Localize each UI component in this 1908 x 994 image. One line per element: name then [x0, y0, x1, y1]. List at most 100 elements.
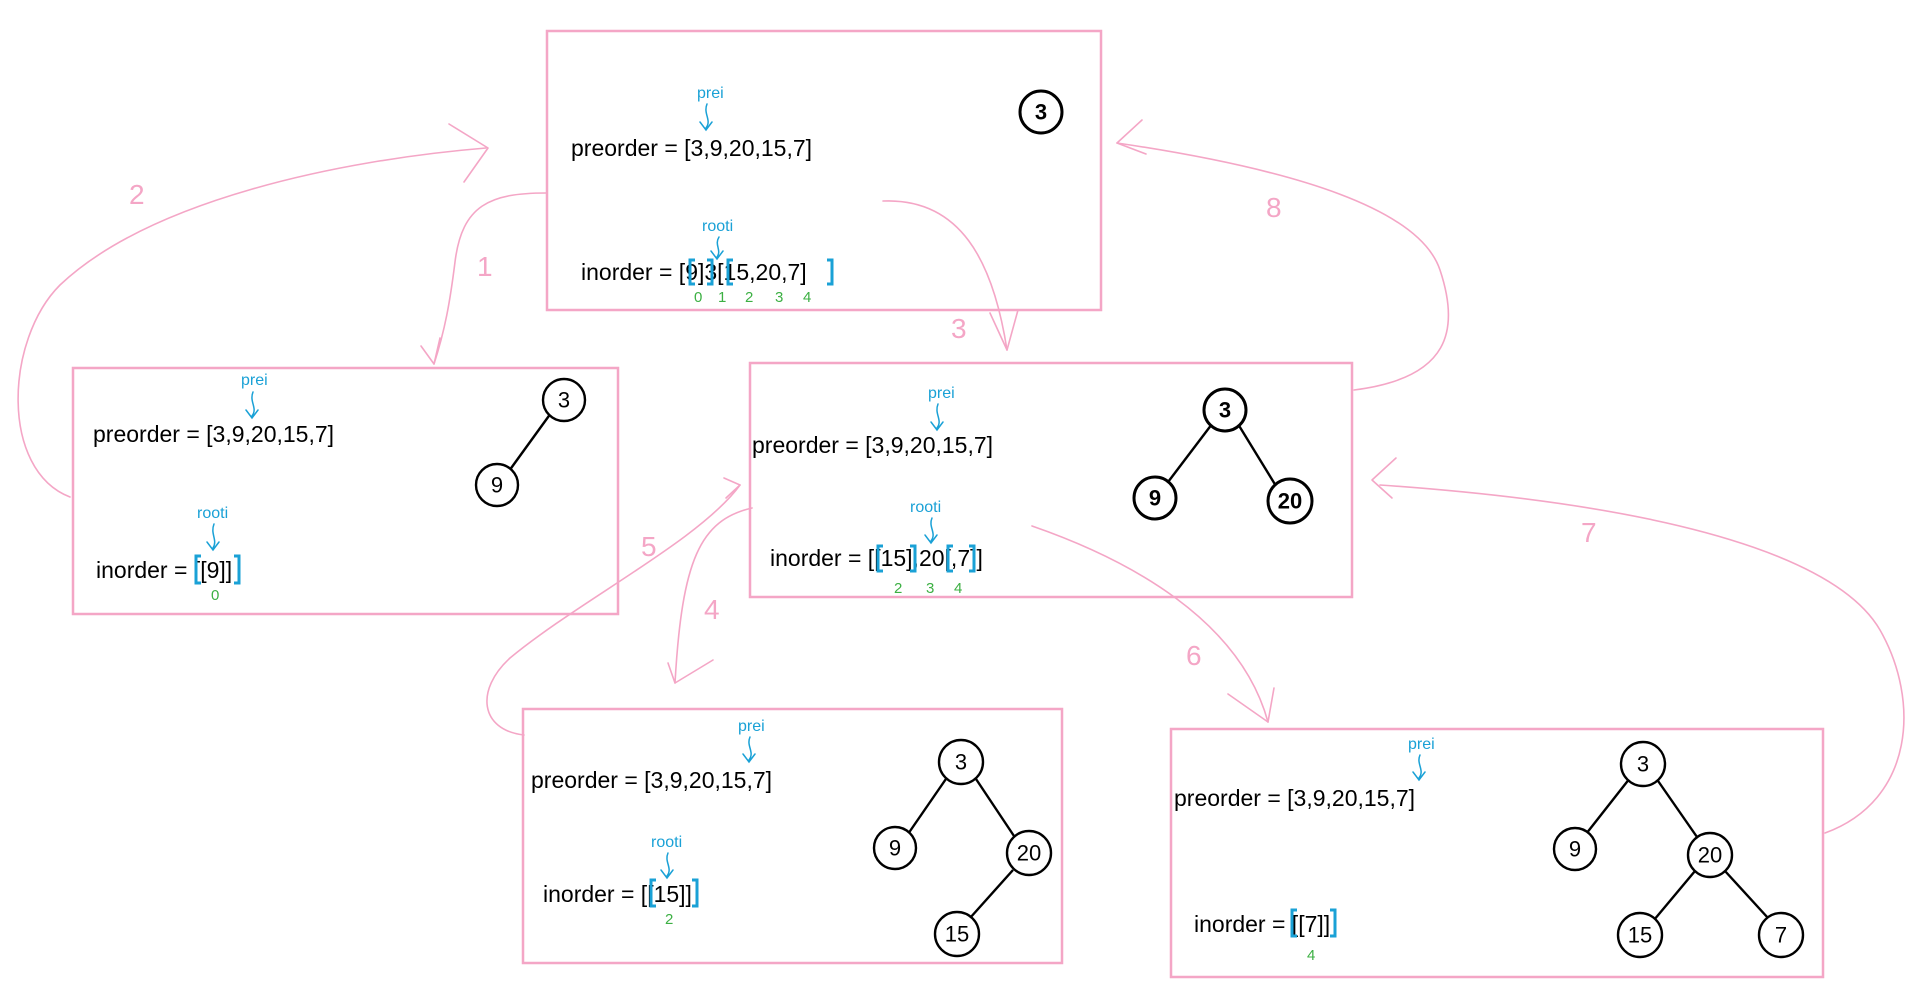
tree-edge: [1655, 777, 1698, 838]
tree-edge: [973, 775, 1015, 837]
tree-node: [1132, 475, 1178, 521]
rooti-pointer-icon: [924, 517, 938, 545]
index-label: 2: [745, 289, 753, 306]
prei-pointer-icon: [742, 736, 756, 764]
step-label-5: 5: [641, 531, 657, 562]
tree-node-label: 15: [1628, 923, 1652, 948]
index-label: 4: [1307, 947, 1315, 964]
rooti-label: rooti: [702, 218, 733, 235]
tree-node-label: 7: [1775, 923, 1787, 948]
arrow-1: [433, 192, 547, 365]
arrow-2: [17, 147, 487, 498]
tree: 3: [1018, 89, 1064, 135]
index-label: 3: [775, 289, 783, 306]
tree-node-label: 9: [491, 473, 503, 498]
tree-edge: [907, 775, 949, 835]
rooti-label: rooti: [910, 499, 941, 516]
tree-node: [937, 738, 985, 786]
step-label-8: 8: [1266, 192, 1282, 223]
index-label: 4: [954, 580, 962, 597]
panel-bottom-left: prei preorder = [3,9,20,15,7] rooti inor…: [531, 718, 1053, 958]
arrow-8-head: [1116, 119, 1147, 155]
tree-edge: [1653, 870, 1696, 921]
tree-node: [1005, 829, 1053, 877]
step-label-7: 7: [1581, 517, 1597, 548]
panel-left-box: [71, 366, 620, 616]
prei-label: prei: [928, 385, 955, 402]
arrow-3: [882, 200, 1008, 351]
tree-node: [1018, 89, 1064, 135]
panel-right: prei preorder = [3,9,20,15,7] rooti inor…: [752, 385, 1314, 597]
bracket-mark: [692, 878, 699, 908]
panel-right-box: [748, 361, 1354, 599]
preorder-text: preorder = [3,9,20,15,7]: [752, 432, 993, 458]
bracket-mark: [1330, 908, 1337, 938]
inorder-text: inorder = [[15],20[,7]]: [770, 545, 983, 571]
inorder-text: inorder = [[9]]: [96, 557, 232, 583]
preorder-text: preorder = [3,9,20,15,7]: [531, 767, 772, 793]
tree-node-label: 9: [1149, 486, 1161, 511]
tree: 3 9 20 15: [872, 738, 1053, 958]
tree-node-label: 20: [1278, 489, 1302, 514]
tree-node: [1757, 911, 1805, 959]
bracket-mark: [1290, 908, 1297, 938]
bracket-mark: [707, 258, 714, 286]
tree-node-label: 20: [1698, 843, 1722, 868]
index-label: 4: [803, 289, 811, 306]
tree-node-label: 3: [1035, 100, 1047, 125]
arrow-4: [674, 507, 753, 684]
tree-node-label: 9: [1569, 837, 1581, 862]
index-label: 0: [694, 289, 702, 306]
panel-bottom-left-box: [521, 707, 1064, 965]
tree-node-label: 3: [1219, 398, 1231, 423]
rooti-label: rooti: [651, 834, 682, 851]
index-label: 1: [718, 289, 726, 306]
bracket-mark: [688, 258, 695, 286]
bracket-mark: [194, 554, 201, 585]
tree-node: [1202, 387, 1248, 433]
prei-pointer-icon: [930, 403, 944, 432]
step-label-6: 6: [1186, 640, 1202, 671]
tree-node: [474, 462, 520, 508]
inorder-text: inorder = [[15]]: [543, 881, 692, 907]
arrow-4-head: [667, 659, 714, 684]
bracket-mark: [876, 544, 883, 573]
rooti-pointer-icon: [710, 236, 724, 261]
step-label-2: 2: [129, 179, 145, 210]
tree-node: [1616, 911, 1664, 959]
bracket-mark: [649, 878, 656, 908]
tree-node: [933, 910, 981, 958]
prei-label: prei: [738, 718, 765, 735]
index-label: 2: [894, 580, 902, 597]
tree-node-label: 15: [945, 922, 969, 947]
arrow-8: [1116, 142, 1450, 391]
tree: 3 9 20: [1132, 387, 1314, 525]
step-label-3: 3: [951, 313, 967, 344]
index-label: 0: [211, 587, 219, 604]
tree-node: [1686, 831, 1734, 879]
index-label: 3: [926, 580, 934, 597]
tree-node-label: 3: [558, 388, 570, 413]
tree-node: [541, 377, 587, 423]
bracket-mark: [726, 258, 733, 286]
tree-node-label: 20: [1017, 841, 1041, 866]
step-label-4: 4: [704, 594, 720, 625]
tree: 3 9 20 15 7: [1552, 740, 1805, 959]
prei-label: prei: [1408, 736, 1435, 753]
tree-edge: [1236, 423, 1278, 487]
rooti-label: rooti: [197, 505, 228, 522]
arrow-7-head: [1371, 457, 1397, 499]
tree-edge: [508, 412, 552, 472]
panel-bottom-right: prei preorder = [3,9,20,15,7] inorder = …: [1174, 736, 1805, 964]
bracket-mark: [827, 258, 834, 286]
tree-node: [1552, 826, 1598, 872]
rooti-pointer-icon: [660, 852, 674, 880]
preorder-text: preorder = [3,9,20,15,7]: [571, 135, 812, 161]
index-row: 2 3 4: [894, 580, 962, 597]
tree-edge: [1585, 777, 1631, 835]
bracket-mark: [969, 544, 976, 573]
preorder-text: preorder = [3,9,20,15,7]: [1174, 785, 1415, 811]
arrow-6-head: [1227, 687, 1275, 723]
index-row: 0 1 2 3 4: [694, 289, 811, 306]
